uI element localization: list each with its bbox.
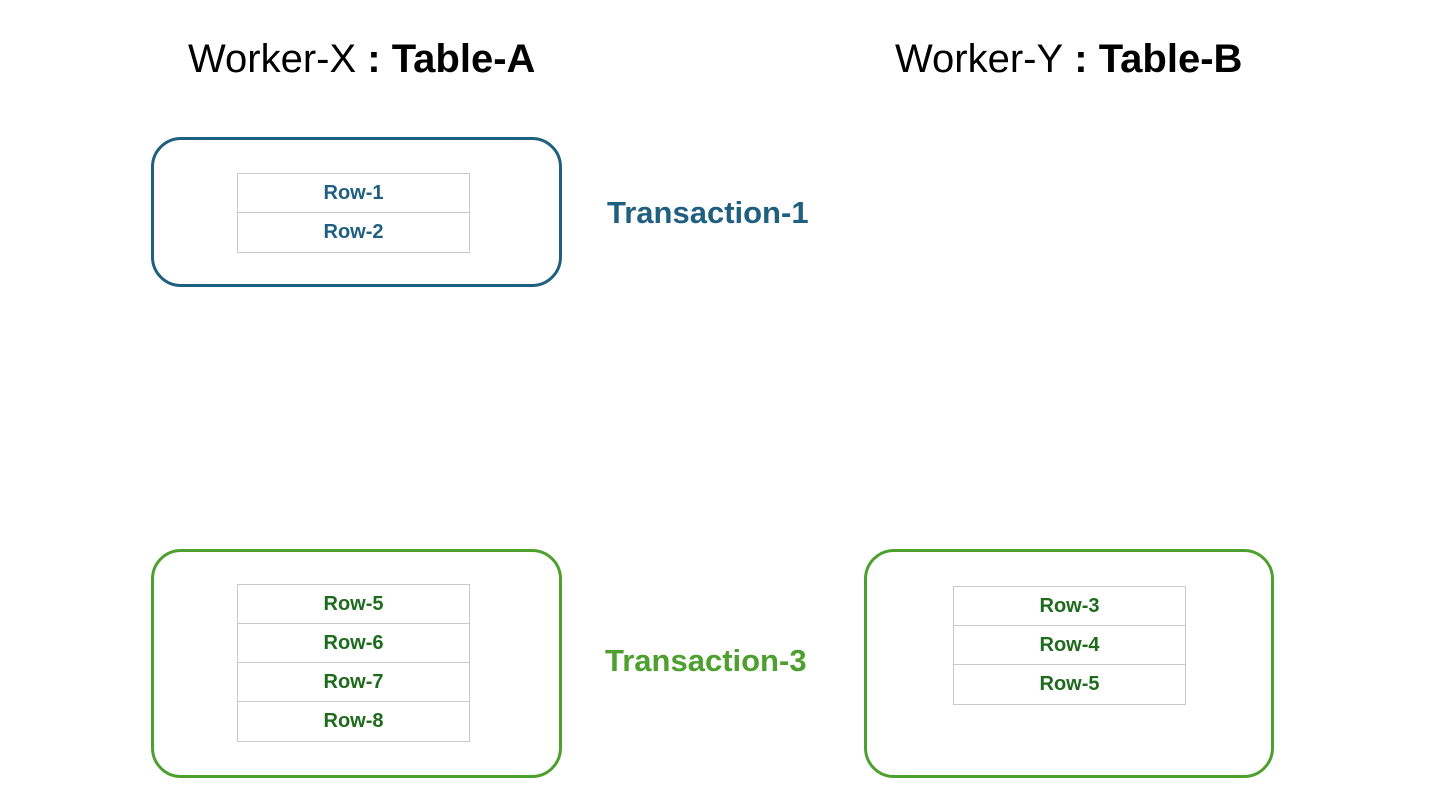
worker-y-label: Worker-Y xyxy=(895,37,1064,81)
transaction-1-label: Transaction-1 xyxy=(607,195,809,230)
table-row: Row-2 xyxy=(323,221,384,243)
worker-y-header: Worker-Y : Table-B xyxy=(895,36,1242,82)
table-a-label: Table-A xyxy=(391,37,536,81)
worker-y-separator: : xyxy=(1063,37,1099,81)
worker-x-separator: : xyxy=(356,37,392,81)
table-row: Row-1 xyxy=(238,174,469,213)
transaction-3-worker-x-rows: Row-5 Row-6 Row-7 Row-8 xyxy=(237,584,470,742)
table-row: Row-7 xyxy=(238,663,469,702)
table-row: Row-6 xyxy=(238,624,469,663)
transaction-3-label: Transaction-3 xyxy=(605,643,807,678)
table-b-label: Table-B xyxy=(1098,37,1243,81)
table-row: Row-5 xyxy=(1039,673,1100,695)
worker-x-header: Worker-X : Table-A xyxy=(188,36,535,82)
worker-x-label: Worker-X xyxy=(188,37,357,81)
table-row: Row-4 xyxy=(954,626,1185,665)
table-row: Row-8 xyxy=(323,710,384,732)
table-row: Row-3 xyxy=(954,587,1185,626)
table-row: Row-5 xyxy=(238,585,469,624)
transaction-1-worker-x-rows: Row-1 Row-2 xyxy=(237,173,470,253)
transaction-3-worker-y-rows: Row-3 Row-4 Row-5 xyxy=(953,586,1186,705)
